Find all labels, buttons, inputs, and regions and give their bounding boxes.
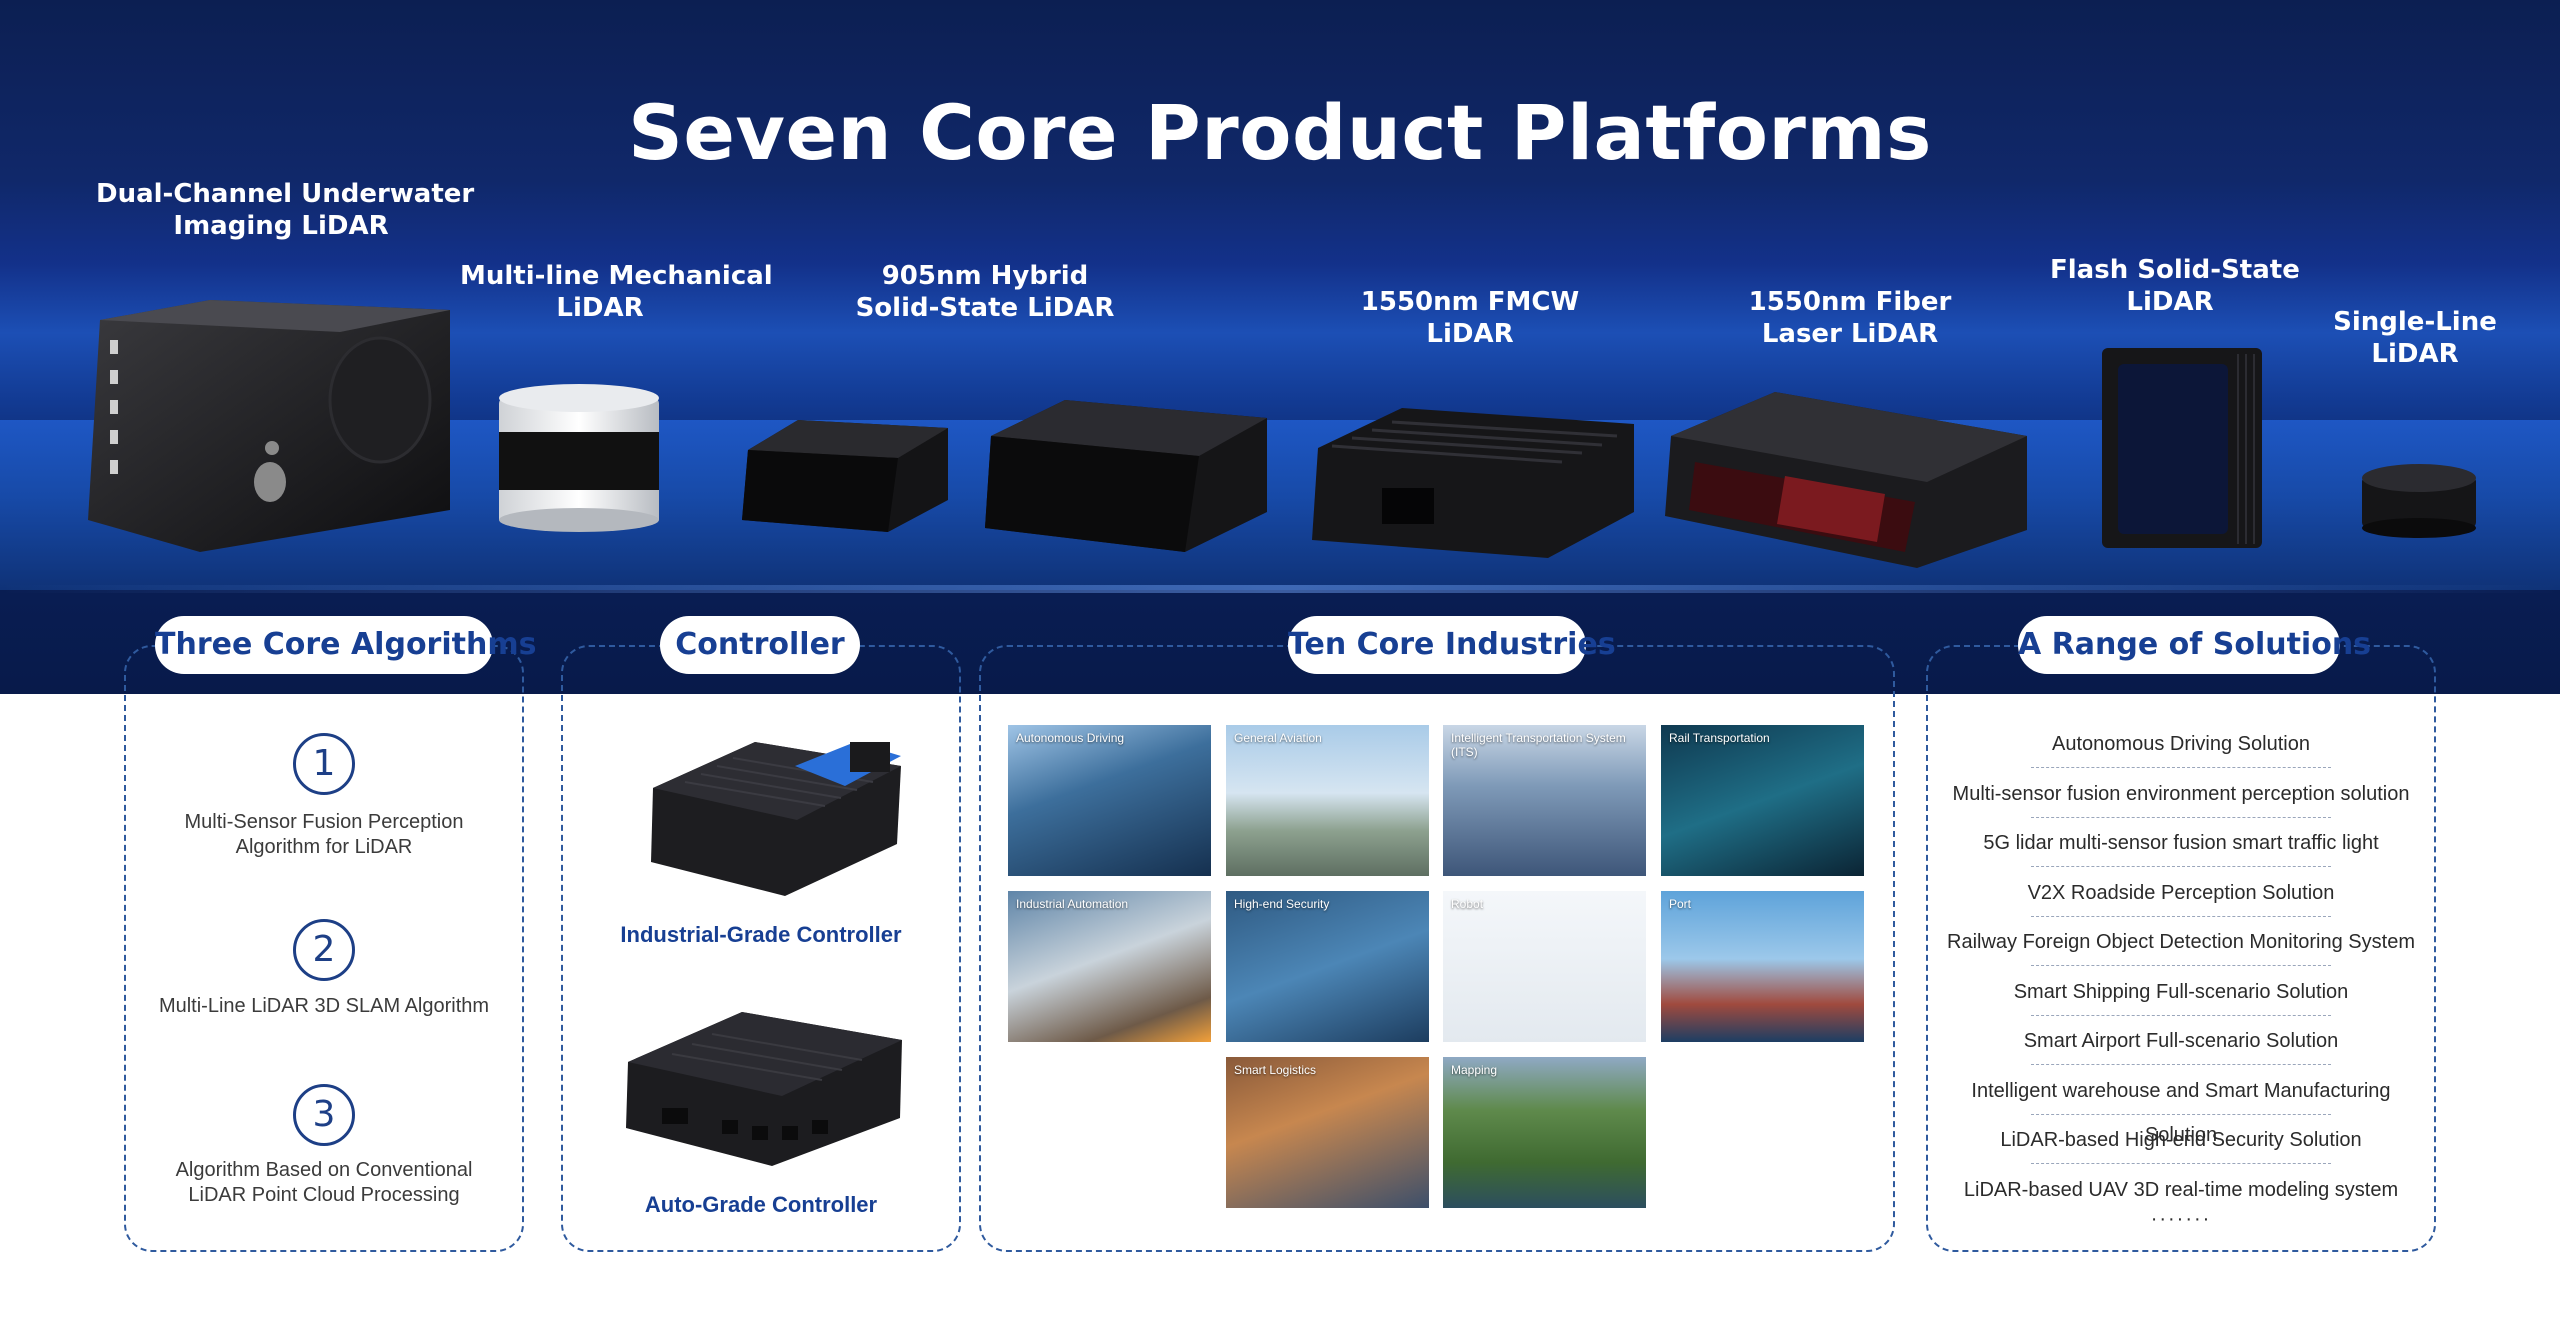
industry-tile-smart-logistics[interactable]: Smart Logistics <box>1226 1057 1429 1208</box>
algorithm-number-3: 3 <box>293 1084 355 1146</box>
hybrid-lidar-small-device <box>742 420 948 532</box>
hybrid-lidar-large-device <box>985 400 1267 552</box>
solution-item: V2X Roadside Perception Solution <box>1936 871 2426 921</box>
solution-item: 5G lidar multi-sensor fusion smart traff… <box>1936 821 2426 871</box>
industry-tile-mapping[interactable]: Mapping <box>1443 1057 1646 1208</box>
industry-tile-port[interactable]: Port <box>1661 891 1864 1042</box>
industry-tile-general-aviation[interactable]: General Aviation <box>1226 725 1429 876</box>
solution-item: Intelligent warehouse and Smart Manufact… <box>1971 1080 2391 1146</box>
industry-tile-rail-transportation[interactable]: Rail Transportation <box>1661 725 1864 876</box>
algorithm-number-1: 1 <box>293 733 355 795</box>
underwater-lidar-device <box>88 300 450 552</box>
solution-item: Autonomous Driving Solution <box>1936 722 2426 772</box>
page-title: Seven Core Product Platforms <box>628 88 1932 177</box>
solutions-more-indicator: ······· <box>2150 1208 2212 1230</box>
solution-item: Smart Airport Full-scenario Solution <box>1936 1019 2426 1069</box>
solution-item: LiDAR-based High-end Security Solution <box>1936 1118 2426 1168</box>
solution-item: Smart Shipping Full-scenario Solution <box>1936 970 2426 1020</box>
industry-tile-high-end-security[interactable]: High-end Security <box>1226 891 1429 1042</box>
fmcw-lidar-device <box>1312 408 1634 558</box>
panel-title-algorithms: Three Core Algorithms <box>155 616 536 674</box>
auto-controller-image <box>626 1012 902 1166</box>
flash-lidar-device <box>2102 348 2262 548</box>
industrial-controller-label: Industrial-Grade Controller <box>620 922 902 947</box>
industry-tile-robot[interactable]: Robot <box>1443 891 1646 1042</box>
fiber-laser-lidar-device <box>1665 392 2027 568</box>
panel-title-industries: Ten Core Industries <box>1288 616 1616 674</box>
hero-banner: Seven Core Product Platforms Dual-Channe… <box>0 0 2560 694</box>
industry-tile-industrial-automation[interactable]: Industrial Automation <box>1008 891 1211 1042</box>
panel-title-controller: Controller <box>660 616 860 674</box>
industrial-controller-image <box>651 742 901 896</box>
algorithm-text-2: Multi-Line LiDAR 3D SLAM Algorithm <box>158 995 490 1017</box>
solution-item: Multi-sensor fusion environment percepti… <box>1936 772 2426 822</box>
industry-tile-autonomous-driving[interactable]: Autonomous Driving <box>1008 725 1211 876</box>
solution-item: Railway Foreign Object Detection Monitor… <box>1936 920 2426 970</box>
algorithm-number-2: 2 <box>293 919 355 981</box>
industry-tile-its[interactable]: Intelligent Transportation System (ITS) <box>1443 725 1646 876</box>
panel-title-solutions: A Range of Solutions <box>2018 616 2371 674</box>
solution-item: LiDAR-based UAV 3D real-time modeling sy… <box>1963 1179 2399 1201</box>
auto-controller-label: Auto-Grade Controller <box>644 1192 878 1217</box>
single-line-lidar-device <box>2362 464 2476 538</box>
stage-highlight <box>0 585 2560 593</box>
mechanical-lidar-device <box>499 384 659 532</box>
